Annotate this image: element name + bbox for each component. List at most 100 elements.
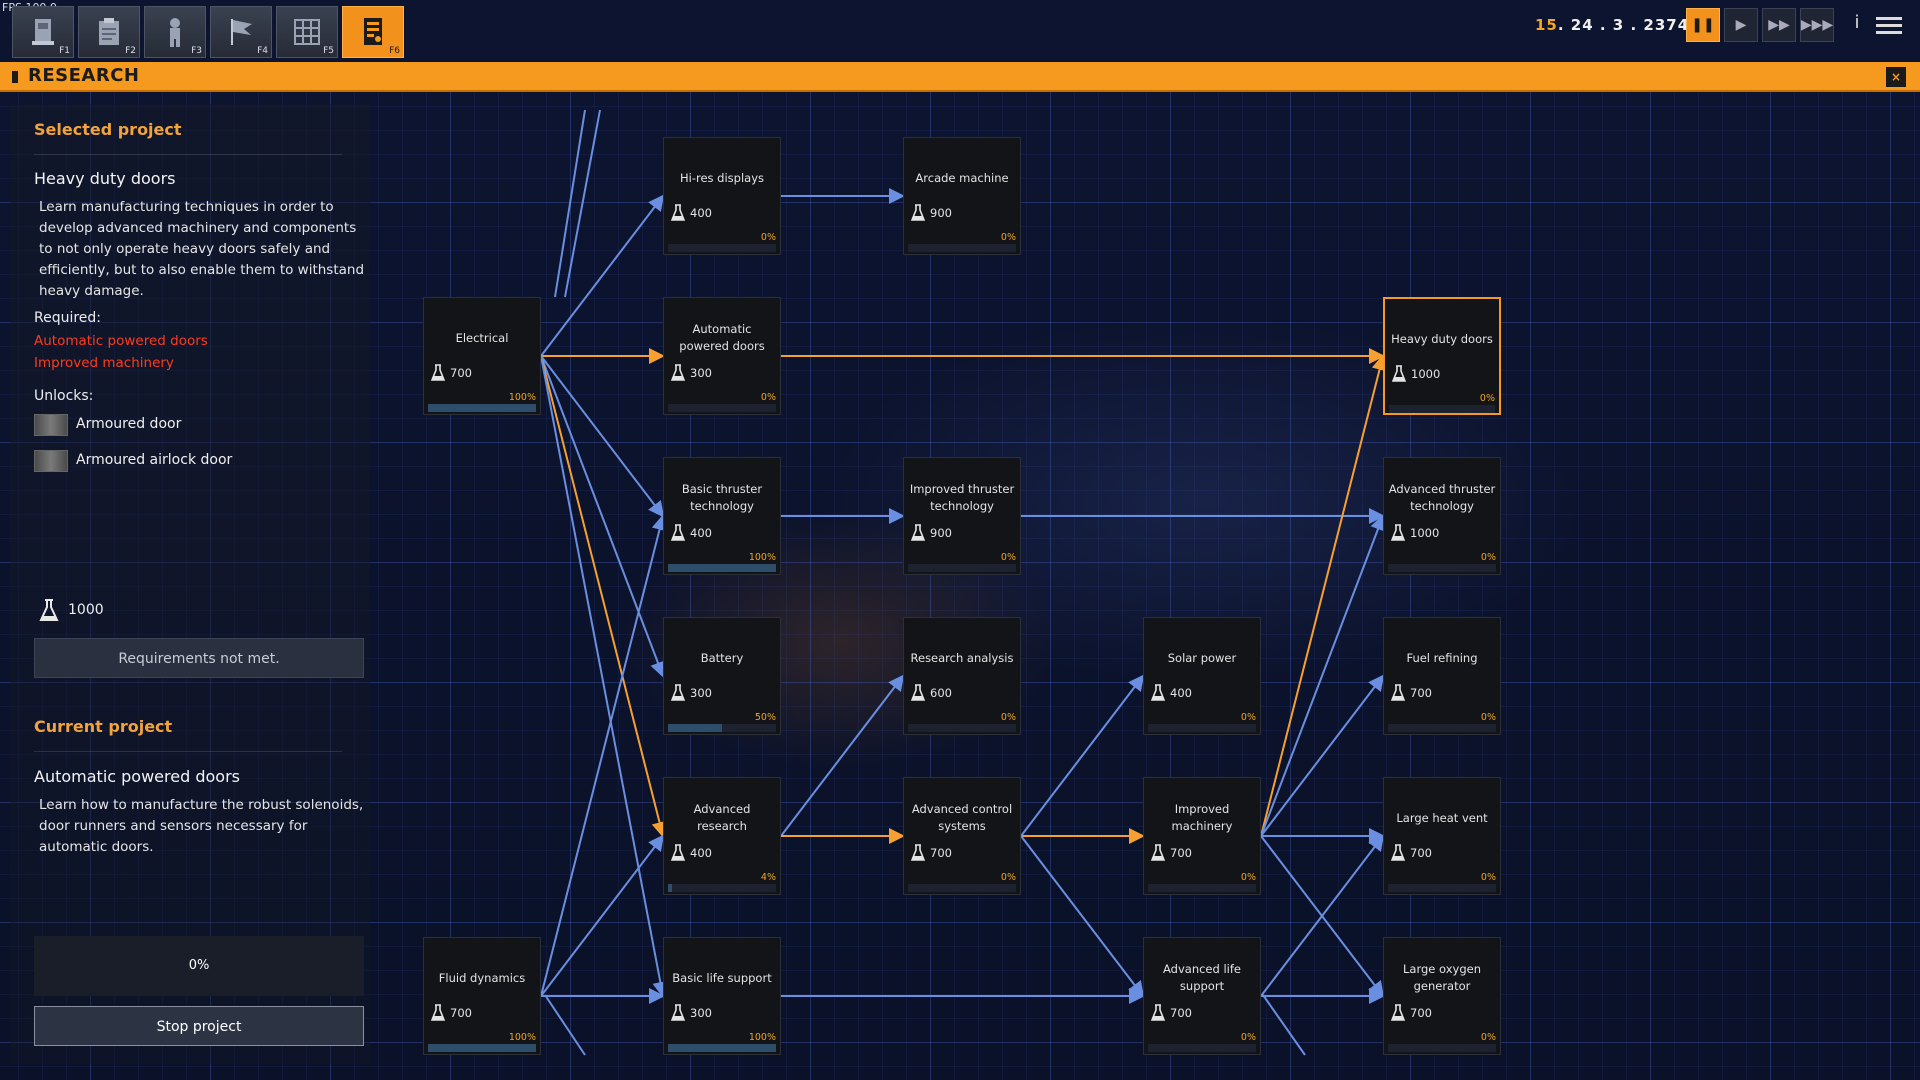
node-title: Improved machinery (1171, 802, 1233, 833)
hamburger-menu-icon[interactable] (1876, 14, 1902, 38)
node-title: Battery (700, 650, 744, 665)
node-cost: 900 (930, 526, 952, 540)
fast-forward-button[interactable]: ▶▶ (1762, 8, 1796, 42)
crew-tool-button[interactable]: F3 (144, 6, 206, 58)
node-title: Advanced research (693, 802, 751, 833)
research-tool-button[interactable]: F6 (342, 6, 404, 58)
main-toolbar: F1 F2 F3 F4 F5 F6 (12, 6, 404, 60)
play-button[interactable]: ▶ (1724, 8, 1758, 42)
node-title: Solar power (1167, 650, 1237, 665)
node-cost: 400 (690, 526, 712, 540)
connection-electrical-to-hires (540, 194, 665, 357)
divider (34, 154, 342, 155)
connection-offscreen (554, 109, 586, 298)
node-cost: 700 (1410, 686, 1432, 700)
node-progress-percent: 0% (1000, 552, 1016, 563)
flask-icon (1150, 1004, 1166, 1022)
pause-button[interactable]: ❚❚ (1686, 8, 1720, 42)
connection-imprmachinery-to-heavydoors (1260, 354, 1388, 837)
node-progress-bar (668, 564, 776, 572)
flask-icon (910, 204, 926, 222)
node-progress-percent: 100% (748, 1032, 776, 1043)
hotkey-label: F6 (389, 46, 400, 56)
connection-advresearch-to-resanalysis (780, 674, 905, 837)
node-progress-bar (668, 724, 776, 732)
grid-tool-button[interactable]: F5 (276, 6, 338, 58)
build-icon (32, 19, 54, 45)
armoured-airlock-door-icon (34, 450, 68, 472)
node-progress-percent: 0% (760, 392, 776, 403)
date-rest: . 24 . 3 . 2374 (1557, 16, 1690, 34)
armoured-door-icon (34, 414, 68, 436)
crew-icon (170, 18, 180, 47)
node-title: Fuel refining (1406, 650, 1478, 665)
clipboard-tool-button[interactable]: F2 (78, 6, 140, 58)
node-progress-bar (668, 244, 776, 252)
speed-controls: ❚❚ ▶ ▶▶ ▶▶▶ (1686, 8, 1834, 42)
node-cost: 300 (690, 686, 712, 700)
node-progress-bar (1388, 1044, 1496, 1052)
research-node-autodoors[interactable]: Automatic powered doors 300 0% (663, 297, 781, 415)
node-cost: 700 (1170, 1006, 1192, 1020)
required-item: Improved machinery (34, 355, 174, 371)
unlock-item: Armoured door (76, 416, 182, 432)
node-progress-bar (908, 244, 1016, 252)
close-button[interactable]: × (1886, 67, 1906, 87)
node-title: Automatic powered doors (679, 322, 765, 353)
flask-icon (430, 1004, 446, 1022)
flask-icon (910, 684, 926, 702)
connection-offscreen (544, 994, 586, 1056)
build-tool-button[interactable]: F1 (12, 6, 74, 58)
connection-advlife-to-heatvent (1260, 834, 1385, 997)
start-project-button[interactable]: Requirements not met. (34, 638, 364, 678)
connection-advcontrol-to-solar (1020, 674, 1145, 837)
info-button[interactable]: i (1854, 12, 1860, 33)
flask-icon (910, 524, 926, 542)
flask-icon (1390, 684, 1406, 702)
node-cost: 1000 (1411, 367, 1441, 381)
node-progress-percent: 100% (508, 392, 536, 403)
node-cost: 400 (690, 206, 712, 220)
flag-tool-button[interactable]: F4 (210, 6, 272, 58)
project-details-panel (10, 104, 370, 1064)
node-progress-percent: 0% (1240, 712, 1256, 723)
node-progress-bar (908, 884, 1016, 892)
research-icon (364, 18, 382, 45)
node-title: Hi-res displays (679, 170, 764, 185)
node-cost: 300 (690, 366, 712, 380)
node-progress-percent: 0% (1000, 872, 1016, 883)
node-title: Fluid dynamics (438, 970, 526, 985)
node-cost: 900 (930, 206, 952, 220)
fastest-button[interactable]: ▶▶▶ (1800, 8, 1834, 42)
connection-electrical-to-advresearch (540, 355, 668, 838)
stop-project-button[interactable]: Stop project (34, 1006, 364, 1046)
unlocks-label: Unlocks: (34, 388, 94, 404)
flask-icon (670, 1004, 686, 1022)
connection-electrical-to-basicthruster (540, 355, 665, 518)
node-progress-percent: 0% (1480, 872, 1496, 883)
hotkey-label: F1 (59, 46, 70, 56)
node-progress-percent: 4% (760, 872, 776, 883)
node-cost: 700 (450, 366, 472, 380)
connection-advcontrol-to-advlife (1020, 835, 1145, 998)
required-label: Required: (34, 310, 102, 326)
